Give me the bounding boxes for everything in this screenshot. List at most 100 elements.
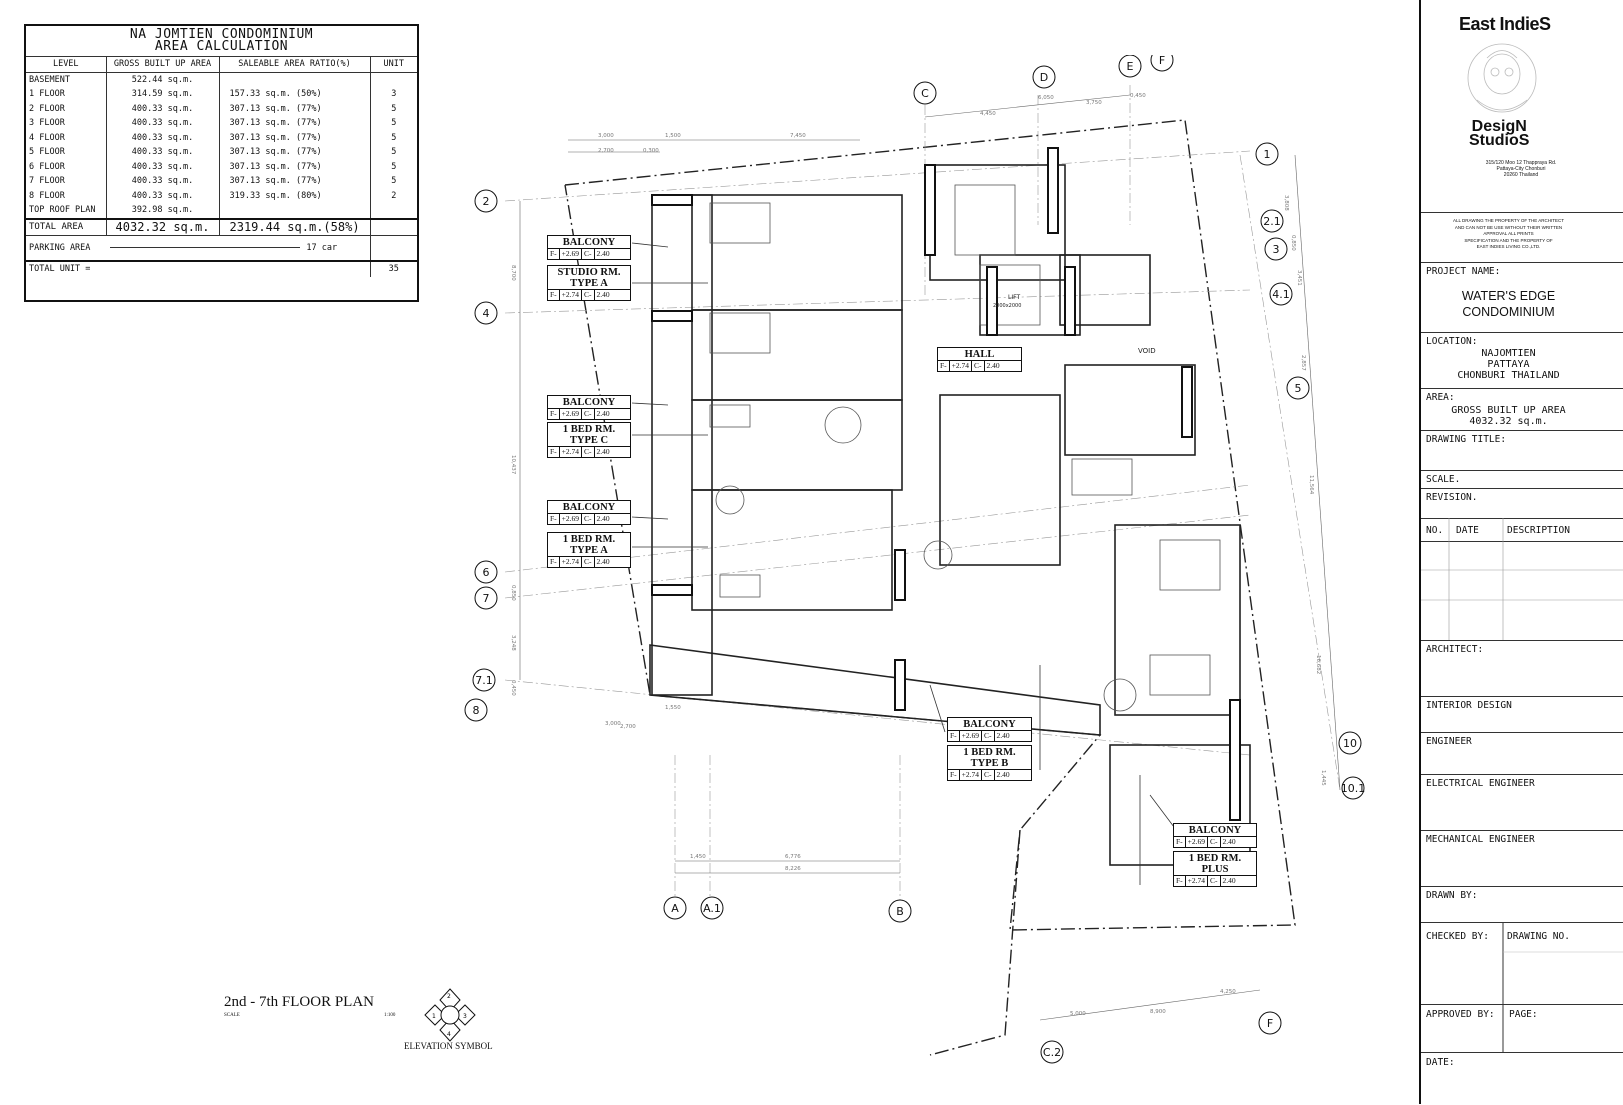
drawn-by-section: DRAWN BY:: [1421, 886, 1623, 923]
grid-bubble-label: 7: [483, 592, 490, 605]
notice-line3: APPROVAL ALL PRINTS: [1483, 231, 1534, 236]
grid-bubble-bottom_right: C.2: [1040, 1040, 1064, 1064]
unit-cell: 3: [391, 89, 397, 100]
dimension-label: 8,700: [510, 265, 516, 281]
project-name-label: PROJECT NAME:: [1426, 266, 1501, 277]
level-cell: 5 FLOOR: [26, 145, 107, 160]
plan-title: 2nd - 7th FLOOR PLAN: [224, 994, 375, 1010]
firm-logo-line2: DesigN StudioS: [1469, 119, 1530, 149]
grid-bubble-label: B: [896, 905, 904, 918]
dimension-label: 6,776: [785, 854, 801, 860]
total-unit-value: 35: [370, 259, 417, 277]
parking-label: PARKING AREA: [29, 242, 91, 253]
unit-cell: [370, 72, 417, 87]
lift-label: LIFT: [1008, 294, 1020, 301]
level-cell: BASEMENT: [26, 72, 107, 87]
dimension-label: 16,682: [1315, 655, 1321, 674]
header-unit: UNIT: [370, 56, 417, 73]
room-tag-name: BALCONY: [562, 237, 616, 248]
firm-address: 315/120 Moo 12 Thappraya Rd. Pattaya-Cit…: [1441, 160, 1601, 178]
room-tag-name: BALCONY: [562, 502, 616, 513]
grid-bubble-label: A: [671, 902, 679, 915]
grid-bubble-right: 4.1: [1269, 282, 1293, 306]
dimension-label: 1,445: [1320, 770, 1326, 786]
title-block: East IndieS DesigN StudioS 315/120 Moo 1…: [1419, 0, 1623, 1104]
total-area-label: TOTAL AREA: [26, 217, 107, 235]
project-name-line2: CONDOMINIUM: [1462, 305, 1555, 319]
level-cell: 1 FLOOR: [26, 87, 107, 102]
location-line1: NAJOMTIEN: [1481, 348, 1536, 359]
total-area-row: TOTAL AREA 4032.32 sq.m. 2319.44 sq.m.(5…: [26, 217, 417, 235]
area-table-grid: LEVEL GROSS BUILT UP AREA SALEABLE AREA …: [26, 56, 417, 277]
room-tag-name: BALCONY: [562, 397, 616, 408]
room-tag-level: F-: [948, 731, 960, 741]
room-tag-level: F-: [548, 447, 560, 457]
room-tag-level: C-: [1208, 837, 1221, 847]
grid-bubble-label: 4.1: [1272, 288, 1290, 301]
dimension-label: 3,451: [1296, 270, 1302, 286]
engineer-section: ENGINEER: [1421, 732, 1623, 775]
level-cell: TOP ROOF PLAN: [26, 203, 107, 219]
room-tag-level: C-: [582, 249, 595, 259]
grid-bubble-label: 3: [1273, 243, 1280, 256]
revision-header: NO. DATE DESCRIPTION: [1421, 518, 1623, 542]
gross-area-cell: 400.33 sq.m.: [106, 174, 220, 189]
dimension-label: 0,450: [1130, 93, 1146, 99]
grid-bubble-right: 10.1: [1341, 776, 1365, 800]
notice-line1: ALL DRAWING THE PROPERTY OF THE ARCHITEC…: [1452, 218, 1565, 223]
unit-cell: 5: [391, 118, 397, 129]
room-tag-name: STUDIO RM. TYPE A: [557, 267, 621, 289]
room-tag-level: +2.69: [1186, 837, 1209, 847]
location-line3: CHONBURI THAILAND: [1457, 370, 1560, 381]
location-section: LOCATION: NAJOMTIEN PATTAYA CHONBURI THA…: [1421, 332, 1623, 389]
dimension-label: 1,550: [665, 705, 681, 711]
grid-bubble-right: 10: [1338, 731, 1362, 755]
drawing-no-label: DRAWING NO.: [1507, 931, 1570, 942]
grid-bubble-right: 5: [1286, 376, 1310, 400]
revision-label: REVISION.: [1426, 492, 1478, 503]
grid-bubble-label: 4: [483, 307, 490, 320]
dimension-label: 5,000: [1070, 1011, 1086, 1017]
grid-bubble-right: 2.1: [1260, 209, 1284, 233]
drawing-title-section: DRAWING TITLE:: [1421, 430, 1623, 471]
room-tag-level: F-: [548, 290, 560, 300]
level-cell: 6 FLOOR: [26, 159, 107, 174]
architect-section: ARCHITECT:: [1421, 640, 1623, 697]
mechanical-label: MECHANICAL ENGINEER: [1426, 834, 1535, 845]
total-unit-row: TOTAL UNIT = 35: [26, 259, 417, 277]
gross-area-cell: 400.33 sq.m.: [106, 159, 220, 174]
unit-cell: 2: [391, 190, 397, 201]
firm-logo-studios: StudioS: [1469, 132, 1530, 149]
room-tag-name: 1 BED RM. TYPE C: [562, 424, 616, 446]
saleable-area-cell: 157.33 sq.m. (50%): [219, 87, 371, 102]
room-tag-level: +2.69: [560, 409, 583, 419]
saleable-area-cell: [219, 203, 371, 219]
room-tag-level: C-: [582, 557, 595, 567]
project-name-line1: WATER'S EDGE: [1461, 289, 1556, 303]
saleable-area-cell: 319.33 sq.m. (80%): [219, 188, 371, 203]
level-cell: 3 FLOOR: [26, 116, 107, 131]
saleable-area-cell: [219, 72, 371, 87]
room-tag-name: HALL: [964, 349, 995, 360]
checked-by-label: CHECKED BY:: [1426, 931, 1489, 942]
room-tag-level: +2.74: [560, 290, 583, 300]
grid-bubble-left: 2: [474, 189, 498, 213]
room-tag-name: 1 BED RM. PLUS: [1188, 853, 1242, 875]
grid-bubble-right: 1: [1255, 142, 1279, 166]
room-tag-level: 2.40: [596, 409, 610, 418]
dimension-label: 1,500: [665, 133, 681, 139]
revision-section: REVISION.: [1421, 488, 1623, 519]
room-tag-level: F-: [1174, 876, 1186, 886]
grid-bubble-bottom_right: F: [1258, 1011, 1282, 1035]
